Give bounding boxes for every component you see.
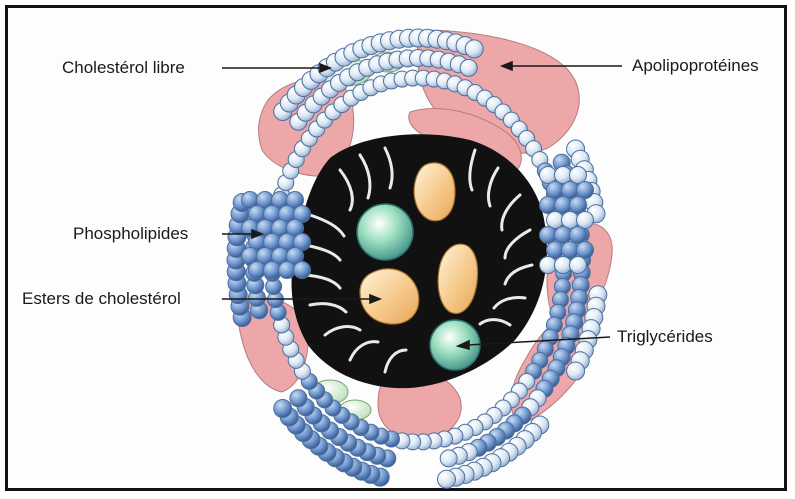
phospholipid-head [465, 40, 483, 58]
phospholipid-head [570, 227, 587, 244]
phospholipid-head [567, 362, 585, 380]
phospholipid-head [540, 227, 557, 244]
phospholipid-head [290, 390, 307, 407]
phospholipid-head [460, 59, 477, 76]
phospholipid-head [438, 470, 456, 488]
label-esters-cholesterol: Esters de cholestérol [22, 289, 181, 309]
phospholipid-head [547, 182, 564, 199]
phospholipid-head [562, 212, 579, 229]
label-phospholipides: Phospholipides [73, 224, 188, 244]
phospholipid-head [577, 212, 594, 229]
triglyceride-droplet [357, 204, 413, 260]
phospholipid-head [577, 182, 594, 199]
phospholipid-head [294, 262, 311, 279]
phospholipid-head [547, 242, 564, 259]
label-apolipoproteines: Apolipoprotéines [632, 56, 759, 76]
phospholipid-head [562, 242, 579, 259]
phospholipid-head [562, 182, 579, 199]
label-cholesterol-libre: Cholestérol libre [62, 58, 185, 78]
phospholipid-head [555, 197, 572, 214]
phospholipid-head [555, 227, 572, 244]
phospholipid-head [274, 400, 292, 418]
phospholipid-head [540, 257, 557, 274]
phospholipid-head [577, 242, 594, 259]
phospholipid-head [570, 197, 587, 214]
cholesterol-ester-droplet [414, 163, 455, 221]
phospholipid-head [540, 197, 557, 214]
phospholipid-head [570, 167, 587, 184]
phospholipid-head [540, 167, 557, 184]
label-triglycerides: Triglycérides [617, 327, 713, 347]
phospholipid-head [570, 257, 587, 274]
phospholipid-head [555, 257, 572, 274]
phospholipid-head [555, 167, 572, 184]
phospholipid-head [249, 262, 266, 279]
phospholipid-head [440, 450, 457, 467]
phospholipid-head [547, 212, 564, 229]
phospholipid-head [279, 262, 296, 279]
phospholipid-head [264, 262, 281, 279]
